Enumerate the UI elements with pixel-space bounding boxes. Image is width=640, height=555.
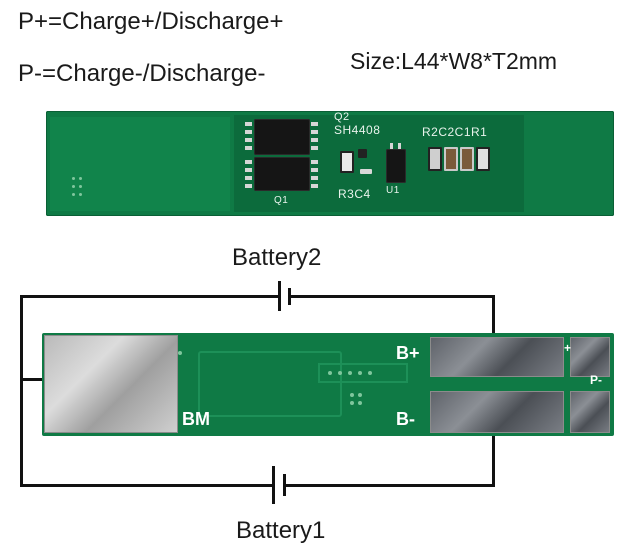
wire-to-bminus	[492, 420, 495, 487]
battery2-plate-short	[288, 288, 291, 305]
capacitor-c2	[444, 147, 458, 171]
diode	[358, 149, 367, 158]
via	[328, 371, 332, 375]
ic-pin	[311, 176, 318, 180]
wire-left-vertical	[20, 295, 23, 485]
wire-battery1-right	[286, 484, 495, 487]
label-q2: Q2	[334, 111, 350, 123]
ic-pin	[311, 122, 318, 126]
label-bm: BM	[182, 409, 210, 429]
pad-bminus	[430, 391, 564, 433]
ic-pin	[311, 146, 318, 150]
via	[358, 393, 362, 397]
label-q1: Q1	[274, 195, 289, 206]
resistor-r2	[428, 147, 442, 171]
pcb-top-view: Q2 SH4408 R2C2C1R1 R3C4 U1 Q1	[46, 111, 614, 216]
ic-pin	[245, 138, 252, 142]
ic-pin	[245, 184, 252, 188]
via	[72, 185, 75, 188]
wire-battery2-left	[20, 295, 278, 298]
via	[350, 393, 354, 397]
ic-pin	[311, 130, 318, 134]
ground-plane	[50, 117, 230, 211]
ic-pin	[311, 168, 318, 172]
ic-pin	[245, 168, 252, 172]
label-bminus: B-	[396, 409, 415, 429]
via	[79, 185, 82, 188]
via	[79, 193, 82, 196]
wire-battery1-left	[20, 484, 272, 487]
label-u1: U1	[386, 185, 400, 196]
resistor-r1	[476, 147, 490, 171]
pad-bplus	[430, 337, 564, 377]
ic-pin	[311, 184, 318, 188]
pad-bm	[44, 335, 178, 433]
capacitor-c1	[460, 147, 474, 171]
pcb-bottom-view: B+ B- BM + P-	[42, 333, 614, 436]
ic-pin	[311, 160, 318, 164]
caption-pplus: P+=Charge+/Discharge+	[18, 8, 284, 35]
ic-pin	[245, 176, 252, 180]
via	[368, 371, 372, 375]
label-battery2: Battery2	[232, 244, 322, 271]
via	[79, 177, 82, 180]
pad-pminus	[570, 391, 610, 433]
label-bplus: B+	[396, 343, 420, 363]
ic-pin	[245, 146, 252, 150]
protection-ic-u1	[386, 149, 406, 183]
via	[348, 371, 352, 375]
ic-pin	[398, 143, 401, 149]
trace	[198, 351, 342, 417]
ic-pin	[245, 130, 252, 134]
ic-pin	[390, 143, 393, 149]
label-battery1: Battery1	[236, 517, 326, 544]
resistor-r3	[340, 151, 354, 173]
wire-battery2-right	[291, 295, 495, 298]
via	[350, 401, 354, 405]
battery2-plate-long	[278, 281, 281, 311]
via	[338, 371, 342, 375]
ic-pin	[245, 122, 252, 126]
via	[178, 351, 182, 355]
ic-pin	[245, 160, 252, 164]
wire-to-bplus	[492, 295, 495, 357]
label-pminus: P-	[590, 373, 602, 387]
caption-size: Size:L44*W8*T2mm	[350, 48, 558, 74]
via	[358, 401, 362, 405]
label-sh4408: SH4408	[334, 123, 381, 137]
battery1-plate-short	[283, 474, 286, 496]
via	[358, 371, 362, 375]
label-pplus: +	[564, 341, 572, 355]
label-r3c4: R3C4	[338, 187, 371, 201]
via	[72, 193, 75, 196]
pad-pplus	[570, 337, 610, 377]
battery1-plate-long	[272, 466, 275, 504]
capacitor-c4	[360, 169, 372, 174]
trace	[318, 363, 408, 383]
caption-pminus: P-=Charge-/Discharge-	[18, 60, 266, 87]
ic-pin	[311, 138, 318, 142]
mosfet-q1	[254, 157, 310, 191]
via	[72, 177, 75, 180]
label-r2c2c1r1: R2C2C1R1	[422, 125, 488, 139]
mosfet-q2	[254, 119, 310, 155]
